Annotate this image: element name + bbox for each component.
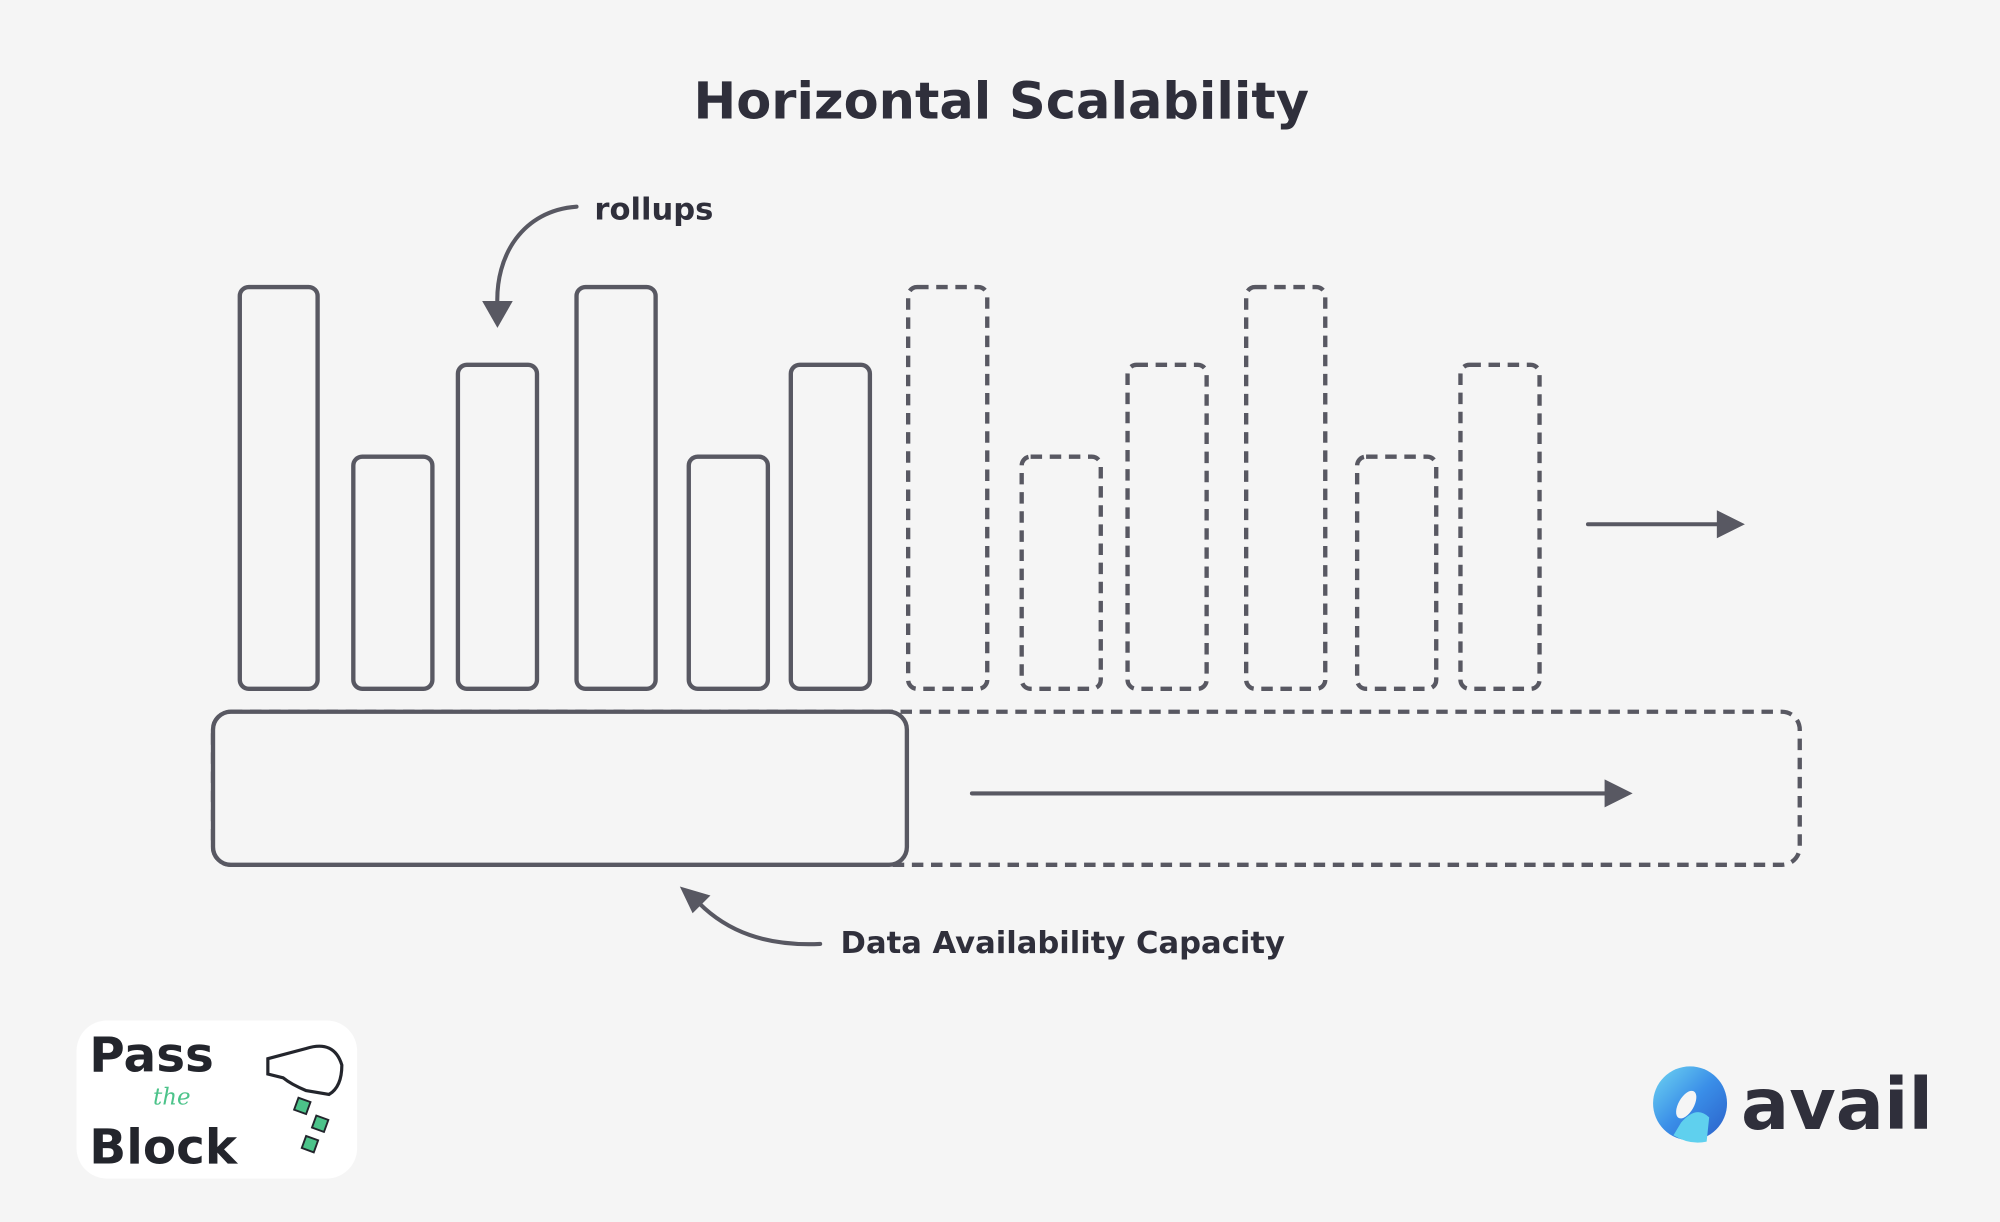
rollups-label: rollups	[594, 192, 713, 227]
rollup-bar	[455, 362, 540, 691]
future-rollups	[905, 284, 1542, 691]
avail-logo: avail	[1653, 1063, 1933, 1146]
rollup-growth-arrow	[1585, 510, 1745, 539]
expanded-da-capacity	[210, 709, 1802, 867]
logo-text-the: the	[153, 1085, 191, 1111]
diagram-title: Horizontal Scalability	[694, 73, 1309, 132]
future-rollup-bar	[1458, 362, 1542, 691]
rollup-bar	[351, 454, 435, 691]
hand-icon	[266, 1044, 344, 1097]
avail-wordmark: avail	[1741, 1063, 1933, 1146]
logo-text-block: Block	[89, 1119, 239, 1175]
future-rollup-bar	[1354, 454, 1439, 691]
avail-mark-icon	[1653, 1066, 1728, 1143]
pass-the-block-logo: Pass the Block	[76, 1020, 358, 1179]
rollups-pointer-arrow	[482, 204, 579, 328]
rollup-bar	[788, 362, 873, 691]
cube-icon	[292, 1096, 330, 1154]
da-capacity-label: Data Availability Capacity	[841, 926, 1285, 961]
future-rollup-bar	[1125, 362, 1209, 691]
current-da-capacity	[210, 709, 910, 867]
future-rollup-bar	[1244, 284, 1328, 691]
da-pointer-arrow	[679, 886, 823, 947]
future-rollup-bar	[905, 284, 990, 691]
rollup-bar	[686, 454, 771, 691]
rollup-bar	[237, 284, 320, 691]
current-rollups	[237, 284, 873, 691]
future-rollup-bar	[1019, 454, 1103, 691]
rollup-bar	[574, 284, 658, 691]
logo-text-pass: Pass	[89, 1027, 214, 1083]
da-growth-arrow	[969, 779, 1633, 808]
